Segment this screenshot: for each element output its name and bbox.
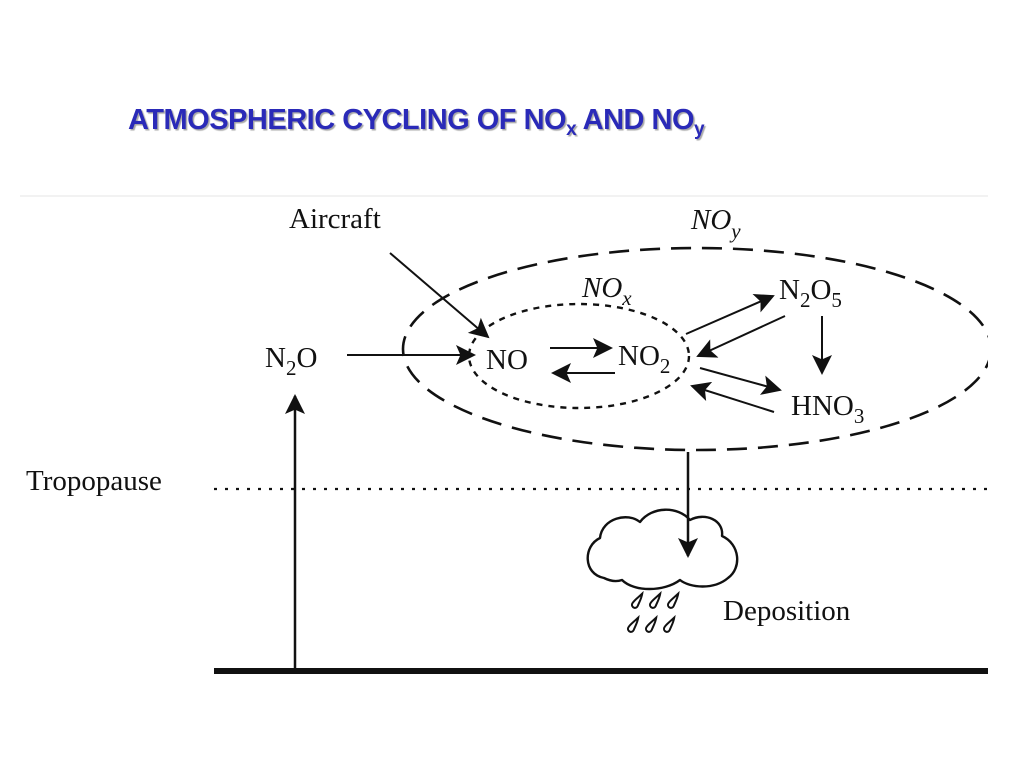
title-sub-y: y bbox=[694, 119, 705, 140]
title-mid: AND NO bbox=[576, 104, 695, 136]
n2o-label: N2O bbox=[265, 342, 317, 380]
title-sub-x: x bbox=[566, 119, 577, 140]
nox-label: NOx bbox=[581, 272, 632, 310]
no2-to-n2o5-arrow bbox=[685, 294, 775, 335]
aircraft-label: Aircraft bbox=[289, 203, 381, 235]
slide-title: ATMOSPHERIC CYCLING OF NOx AND NOy bbox=[128, 104, 705, 140]
hno3-to-no2-arrow bbox=[690, 381, 775, 413]
noy-label: NOy bbox=[690, 204, 741, 243]
noy-ellipse bbox=[401, 246, 988, 452]
no2-label: NO2 bbox=[618, 340, 670, 378]
no-label: NO bbox=[486, 344, 528, 376]
cloud-icon bbox=[586, 508, 739, 591]
no2-to-hno3-arrow bbox=[699, 367, 782, 395]
tropopause-label: Tropopause bbox=[26, 465, 162, 497]
nox-ellipse bbox=[467, 302, 691, 410]
n2o5-label: N2O5 bbox=[779, 274, 842, 312]
hno3-label: HNO3 bbox=[791, 390, 864, 428]
rain-drops-icon bbox=[626, 590, 680, 633]
deposition-label: Deposition bbox=[723, 595, 851, 627]
aircraft-to-no-arrow bbox=[389, 252, 490, 339]
n2o5-to-no2-arrow bbox=[696, 315, 786, 358]
title-main: ATMOSPHERIC CYCLING OF NO bbox=[128, 104, 567, 136]
